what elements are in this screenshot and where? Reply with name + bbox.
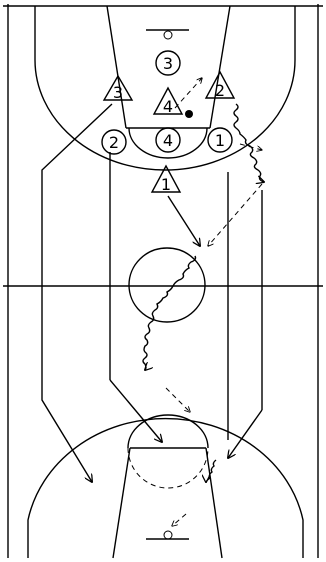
bottom-basket <box>163 530 173 540</box>
dribble-path-bottom <box>206 459 217 482</box>
offense-player-4: 4 <box>155 127 181 153</box>
pass-line-4 <box>165 387 190 412</box>
top-free-throw-circle <box>128 127 208 159</box>
top-lane-left <box>106 5 127 129</box>
offense-player-3: 3 <box>155 50 181 76</box>
defense-player-4: 4 <box>152 86 184 116</box>
bottom-free-throw-circle-dashed <box>127 447 209 489</box>
bottom-half-court <box>27 414 304 559</box>
side-guide-lines <box>109 152 263 440</box>
svg-text:3: 3 <box>113 83 123 102</box>
cut-path-player-2 <box>109 379 162 442</box>
pass-line-3 <box>174 78 202 109</box>
pass-line-2 <box>208 183 263 246</box>
defense-player-3: 3 <box>102 74 134 102</box>
bottom-free-throw-circle-top <box>127 414 209 449</box>
svg-text:4: 4 <box>163 97 173 116</box>
cut-path-defender-1 <box>167 195 200 246</box>
defense-player-1: 1 <box>150 164 182 194</box>
defense-player-2: 2 <box>204 70 236 100</box>
top-three-point-arc <box>34 6 296 171</box>
svg-text:4: 4 <box>163 131 173 150</box>
dribble-path-center <box>142 255 197 370</box>
svg-text:3: 3 <box>163 54 173 73</box>
bottom-three-point-arc <box>27 417 304 558</box>
dribble-path-wing <box>233 103 264 182</box>
svg-text:1: 1 <box>161 175 171 194</box>
svg-text:1: 1 <box>215 131 225 150</box>
svg-text:2: 2 <box>215 81 225 100</box>
bottom-lane-right <box>205 447 223 559</box>
cut-path-player-1-wing <box>228 409 263 458</box>
movement-paths <box>41 78 264 526</box>
court-outline <box>3 4 323 558</box>
top-lane-right <box>209 5 231 129</box>
center-circle <box>128 247 206 323</box>
pass-line-5 <box>172 513 187 526</box>
top-basket <box>163 30 173 40</box>
top-half-court <box>34 5 296 171</box>
ball-icon <box>185 110 193 118</box>
offense-player-2: 2 <box>101 129 127 155</box>
svg-text:2: 2 <box>109 133 119 152</box>
cut-path-player-3 <box>41 103 113 482</box>
offense-player-1: 1 <box>207 127 233 153</box>
bottom-lane-left <box>112 447 131 559</box>
